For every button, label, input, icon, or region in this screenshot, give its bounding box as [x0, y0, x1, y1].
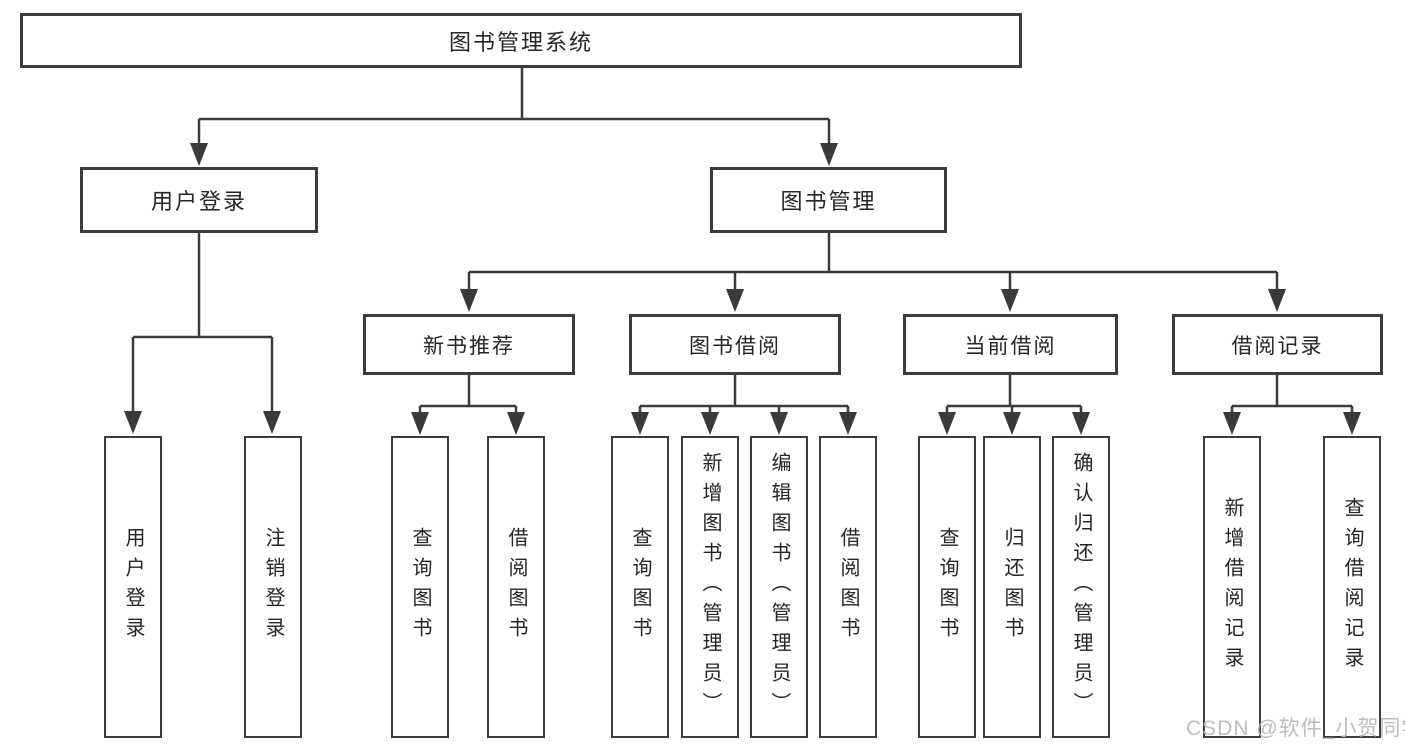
leaf-label: 借阅图书 [505, 527, 527, 647]
leaf-logout: 注销登录 [244, 436, 302, 738]
connector-root-to-level2 [190, 68, 838, 166]
leaf-label: 查询图书 [629, 527, 651, 647]
leaf-return-books: 归还图书 [983, 436, 1041, 738]
leaf-label: 确认归还（管理员） [1070, 452, 1092, 722]
node-user-login: 用户登录 [80, 167, 318, 233]
connector-book-borrowing-to-leaves [631, 375, 857, 435]
connector-book-management-to-level3 [460, 233, 1286, 312]
leaf-label: 归还图书 [1001, 527, 1023, 647]
leaf-query-books-current: 查询图书 [918, 436, 976, 738]
leaf-borrow-books-recommend: 借阅图书 [487, 436, 545, 738]
leaf-label: 新增图书（管理员） [699, 452, 721, 722]
node-book-management: 图书管理 [710, 167, 947, 233]
connector-new-book-recommend-to-leaves [411, 375, 525, 435]
leaf-user-login: 用户登录 [104, 436, 162, 738]
connector-user-login-to-leaves [124, 233, 281, 434]
leaf-borrow-books: 借阅图书 [819, 436, 877, 738]
leaf-label: 编辑图书（管理员） [768, 452, 790, 722]
leaf-query-borrow-record: 查询借阅记录 [1323, 436, 1381, 738]
connector-current-borrowing-to-leaves [938, 375, 1090, 435]
leaf-query-books-recommend: 查询图书 [391, 436, 449, 738]
csdn-watermark: CSDN @软件_小贺同学 [1186, 717, 1405, 740]
leaf-add-books-admin: 新增图书（管理员） [681, 436, 739, 738]
leaf-add-borrow-record: 新增借阅记录 [1203, 436, 1261, 738]
leaf-label: 查询借阅记录 [1341, 497, 1363, 677]
leaf-label: 用户登录 [122, 527, 144, 647]
leaf-confirm-return-admin: 确认归还（管理员） [1052, 436, 1110, 738]
leaf-label: 注销登录 [262, 527, 284, 647]
leaf-query-books-borrow: 查询图书 [611, 436, 669, 738]
node-current-borrowing: 当前借阅 [903, 314, 1118, 375]
leaf-edit-books-admin: 编辑图书（管理员） [750, 436, 808, 738]
node-new-book-recommendation: 新书推荐 [363, 314, 575, 375]
node-book-borrowing: 图书借阅 [629, 314, 841, 375]
node-borrowing-records: 借阅记录 [1172, 314, 1383, 375]
leaf-label: 查询图书 [409, 527, 431, 647]
connector-borrowing-records-to-leaves [1223, 375, 1361, 435]
leaf-label: 借阅图书 [837, 527, 859, 647]
leaf-label: 新增借阅记录 [1221, 497, 1243, 677]
leaf-label: 查询图书 [936, 527, 958, 647]
node-library-management-system: 图书管理系统 [20, 13, 1022, 68]
